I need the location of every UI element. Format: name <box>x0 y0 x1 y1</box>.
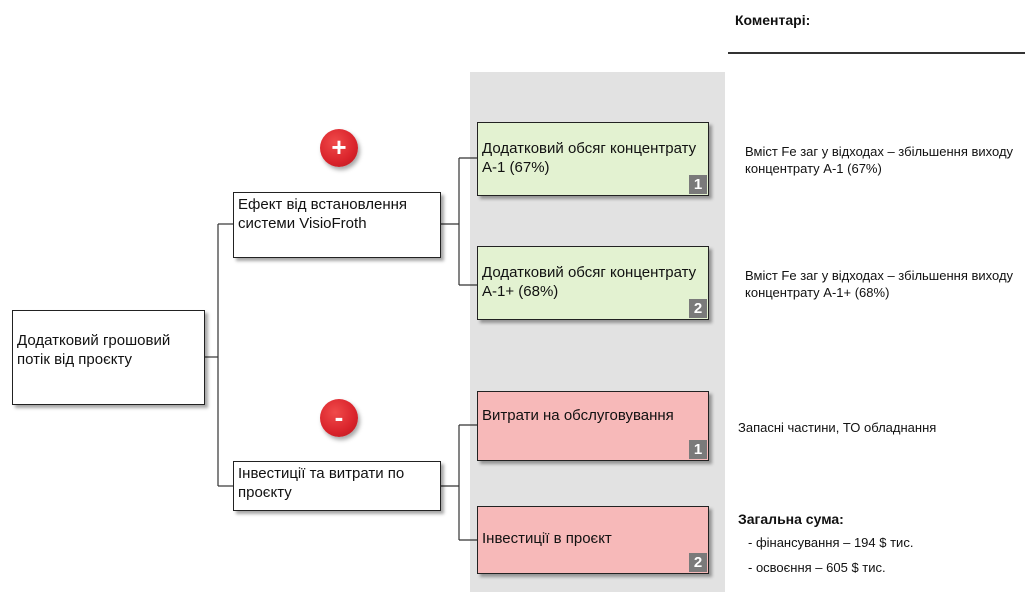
comments-header: Коментарі: <box>735 12 811 28</box>
total-title: Загальна сума: <box>738 511 844 527</box>
costs-item-1[interactable]: Витрати на обслуговування 1 <box>477 391 709 461</box>
effect-item-1[interactable]: Додатковий обсяг концентрату А-1 (67%) 1 <box>477 122 709 196</box>
item-number-badge: 1 <box>689 440 707 459</box>
costs-node-label: Інвестиції та витрати по проєкту <box>238 465 405 501</box>
costs-item-label: Інвестиції в проєкт <box>482 530 612 547</box>
effect-node-label: Ефект від встановлення системи VisioFrot… <box>238 196 408 232</box>
total-development: - освоєння – 605 $ тис. <box>748 560 886 575</box>
item-number-badge: 1 <box>689 175 707 194</box>
costs-item-2[interactable]: Інвестиції в проєкт 2 <box>477 506 709 574</box>
plus-badge-icon: + <box>320 129 358 167</box>
costs-node[interactable]: Інвестиції та витрати по проєкту <box>233 461 441 511</box>
comment-effect-1: Вміст Fe заг у відходах – збільшення вих… <box>745 144 1014 176</box>
comments-divider <box>728 52 1025 54</box>
effect-item-2[interactable]: Додатковий обсяг концентрату А-1+ (68%) … <box>477 246 709 320</box>
comment-costs-1: Запасні частини, ТО обладнання <box>738 420 937 435</box>
root-node-label: Додатковий грошовий потік від проєкту <box>17 332 171 368</box>
item-number-badge: 2 <box>689 299 707 318</box>
effect-item-label: Додатковий обсяг концентрату А-1+ (68%) <box>482 264 697 300</box>
minus-badge-icon: - <box>320 399 358 437</box>
total-financing: - фінансування – 194 $ тис. <box>748 535 914 550</box>
effect-node[interactable]: Ефект від встановлення системи VisioFrot… <box>233 192 441 258</box>
comment-effect-2: Вміст Fe заг у відходах – збільшення вих… <box>745 268 1014 300</box>
costs-item-label: Витрати на обслуговування <box>482 407 674 424</box>
root-node[interactable]: Додатковий грошовий потік від проєкту <box>12 310 205 405</box>
item-number-badge: 2 <box>689 553 707 572</box>
effect-item-label: Додатковий обсяг концентрату А-1 (67%) <box>482 140 697 176</box>
